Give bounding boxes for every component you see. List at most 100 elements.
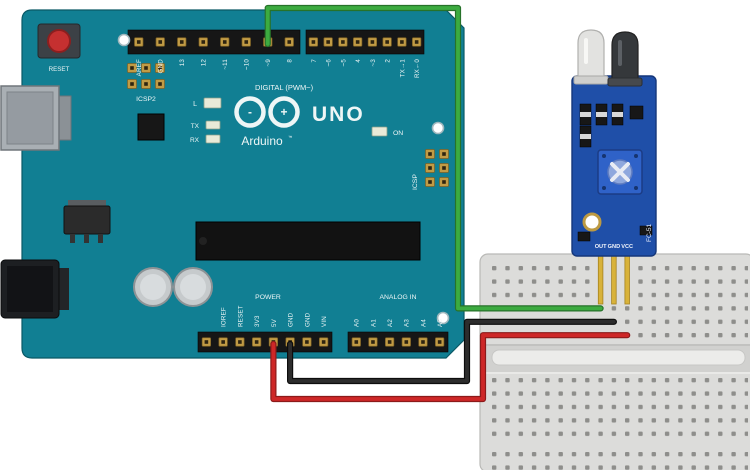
reset-button (47, 29, 71, 53)
pot-corner-dot (602, 154, 606, 158)
regulator-leg (98, 234, 103, 243)
voltage-regulator (63, 205, 111, 235)
led-l-indicator (203, 97, 222, 109)
icsp2-label: ICSP2 (136, 96, 156, 103)
pin-hole (442, 152, 446, 156)
pin-hole (371, 340, 375, 344)
pin-label: 3V3 (254, 315, 261, 327)
pin-hole (222, 40, 227, 44)
pin-hole (201, 40, 206, 44)
pin-label: A1 (370, 319, 377, 327)
model-name: UNO (312, 103, 365, 126)
mounting-hole (117, 33, 131, 47)
mounting-hole (431, 121, 445, 135)
power-jack-footprint (59, 268, 69, 310)
pin-hole (321, 340, 326, 344)
pin-hole (204, 340, 209, 344)
pin-hole (136, 40, 141, 44)
pin-hole (254, 340, 259, 344)
ir-emitter-flange (573, 75, 609, 85)
smd-resistor-stripe (580, 112, 591, 117)
pot-corner-dot (634, 186, 638, 190)
icsp-label: ICSP (412, 174, 419, 190)
capacitor-top (140, 274, 166, 300)
pin-label: GND (158, 59, 165, 74)
pin-hole (370, 40, 375, 44)
pin-label: VIN (321, 316, 328, 327)
sensor-pin-label: OUT (595, 244, 607, 250)
analog-header-title: ANALOG IN (379, 294, 416, 301)
power-header-title: POWER (255, 294, 281, 301)
arduino-uno-board: RESET DIGITAL (PWM~) ICSP2 L TX RX - + U… (0, 9, 465, 359)
breadboard (479, 253, 750, 470)
sensor-pin-out (597, 249, 604, 305)
on-label: ON (393, 130, 403, 137)
sensor-model-label: FC-51 (646, 224, 653, 242)
arduino-logo-icon (234, 96, 266, 128)
pin-label: 7 (311, 59, 318, 63)
pin-hole (428, 180, 432, 184)
pin-hole (355, 40, 360, 44)
analog-header (347, 331, 449, 353)
pin-hole (442, 180, 446, 184)
pin-label: A2 (387, 319, 394, 327)
led-rx-label: RX (190, 137, 200, 144)
ir-receiver-flange (607, 77, 643, 87)
pin-hole (428, 166, 432, 170)
sensor-pin-label: VCC (621, 244, 633, 250)
regulator-leg (84, 234, 89, 243)
pin-hole (421, 340, 425, 344)
wires (264, 4, 631, 403)
sensor-pin-label: GND (608, 244, 620, 250)
pin-hole (404, 340, 409, 344)
power-wire-red (271, 333, 630, 401)
regulator-tab (68, 200, 106, 208)
pin-label: ~11 (222, 59, 229, 70)
arduino-pcb (21, 9, 465, 359)
pin-hole (437, 340, 442, 344)
pin-hole (144, 82, 148, 86)
pin-hole (158, 82, 162, 86)
pin-hole (428, 152, 432, 156)
sensor-pin-vcc (624, 249, 630, 305)
breadboard-holes-rail (492, 452, 748, 470)
pin-label: RESET (237, 305, 244, 327)
usb-interface-chip (137, 113, 165, 141)
on-led-indicator (371, 126, 388, 137)
signal-wire-green (265, 6, 603, 311)
pin-label: AREF (136, 59, 143, 76)
pin-label: ~6 (326, 59, 333, 67)
logo-minus: - (248, 105, 252, 119)
led-l-label: L (193, 101, 197, 108)
pin-hole (442, 166, 446, 170)
ic-pin1-notch (199, 237, 207, 245)
pin-hole (305, 340, 309, 344)
smd-resistor-stripe (612, 112, 623, 117)
smd-chip (629, 105, 644, 120)
pin-label: A4 (420, 319, 427, 327)
pin-label: ~5 (340, 59, 347, 67)
pin-hole (238, 340, 242, 344)
groove-shadow-line (480, 344, 750, 346)
groove-highlight-line (480, 372, 750, 374)
pin-hole (158, 66, 162, 70)
pin-label: RX←0 (414, 59, 421, 78)
pin-label: ~9 (265, 59, 272, 67)
reset-label: RESET (49, 66, 70, 73)
pin-label: 4 (355, 59, 362, 63)
pot-corner-dot (602, 186, 606, 190)
pin-hole (244, 40, 249, 44)
breadboard-holes-top (492, 266, 748, 340)
smd-chip (639, 225, 653, 236)
pin-label: 8 (287, 59, 294, 63)
regulator-leg (70, 234, 75, 243)
brand-name: Arduino (241, 134, 283, 148)
pin-label: GND (288, 312, 295, 327)
pot-screw-cross-icon (610, 162, 630, 182)
atmega-ic (195, 221, 421, 261)
pin-label: 5V (271, 318, 278, 327)
pin-hole (414, 40, 419, 44)
pin-hole (130, 82, 134, 86)
